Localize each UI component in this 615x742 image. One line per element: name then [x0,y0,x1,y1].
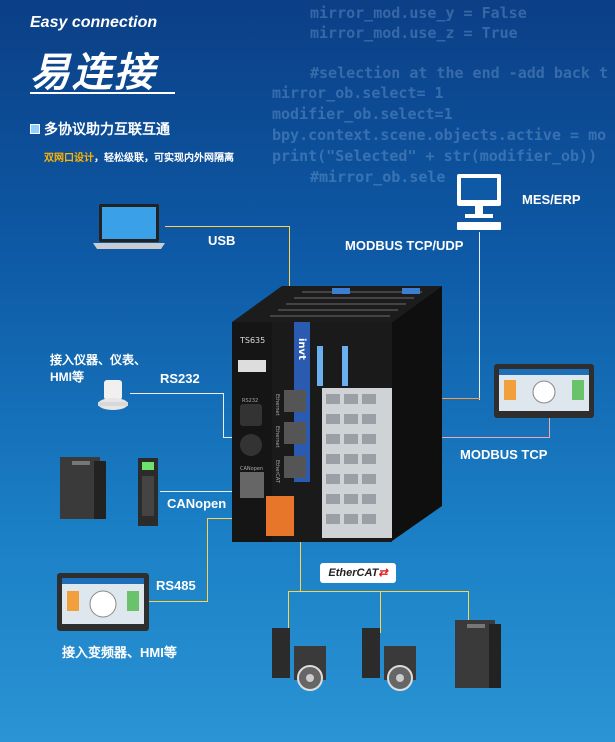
rs232-label: RS232 [160,371,200,386]
instruments-label-2: HMI等 [50,370,84,384]
desc-highlight: 双网口设计 [44,153,94,164]
ethercat-badge: EtherCAT⇄ [320,563,396,583]
plc-controller: TS635 invt Ethernet Ethernet EtherCAT RS… [232,286,442,548]
code-line: bpy.context.scene.objects.active = mo [272,126,607,144]
modbus-tcp-label: MODBUS TCP [460,447,548,462]
rs485-line-vertical [207,518,208,602]
rs232-line [130,393,224,394]
rs485-line [148,601,208,602]
inverter-icon [60,457,106,519]
mes-label: MES/ERP [522,192,581,207]
code-line: modifier_ob.select=1 [272,105,453,123]
plc-body-graphic [232,286,442,542]
rs232-line-vertical [223,393,224,437]
code-line: #selection at the end -add back t [310,64,609,82]
page-title: 易连接 [30,50,156,96]
code-line: mirror_ob.select= 1 [272,84,444,102]
instruments-label: 接入仪器、仪表、 [50,353,147,367]
inverter-hmi-label: 接入变频器、HMI等 [62,645,177,660]
usb-line [165,226,290,227]
section-desc: 双网口设计，轻松级联，可实现内外网隔离 [44,149,234,164]
canopen-port-label: CANopen [240,466,264,472]
title-underline [30,92,175,94]
hmi-panel-right-icon [494,364,594,418]
ethercat-arrow-icon: ⇄ [378,567,388,579]
code-line: #mirror_ob.sele [310,168,446,186]
ethercat-bus-line [288,591,468,592]
eyebrow-text: Easy connection [30,14,158,31]
mes-line [479,232,480,400]
modbus-tcp-line [549,418,550,438]
servo-motor-icon [362,628,416,691]
device-model: TS635 [240,336,266,345]
hmi-panel-icon [57,573,149,631]
ethercat-drop-2 [380,591,381,633]
servo-motor-icon [272,628,326,691]
canopen-line [160,491,250,492]
sensor-icon [98,380,128,410]
port-label-3: EtherCAT [274,460,280,483]
bullet-icon [30,124,40,134]
inverter-icon [455,620,501,688]
modbus-tcp-udp-label: MODBUS TCP/UDP [345,238,464,253]
rs232-port-label: RS232 [242,398,259,404]
ethercat-drop-3 [468,591,469,621]
port-label-1: Ethernet [274,394,280,416]
section-subtitle: 多协议助力互联互通 [44,122,170,138]
code-line: mirror_mod.use_y = False [310,4,527,22]
port-label-2: Ethernet [274,426,280,448]
rs485-label: RS485 [156,578,196,593]
servo-drive-icon [138,458,158,526]
code-line: mirror_mod.use_z = True [310,24,518,42]
computer-icon [457,174,501,230]
usb-label: USB [208,233,236,248]
ethercat-label: EtherCAT [328,567,379,579]
device-brand: invt [296,338,307,360]
ethercat-drop-1 [288,591,289,633]
ethercat-line-vertical [300,520,301,592]
desc-rest: ，轻松级联，可实现内外网隔离 [94,153,234,164]
code-line: print("Selected" + str(modifier_ob)) [272,147,598,165]
canopen-label: CANopen [167,496,227,511]
laptop-icon [93,204,165,249]
